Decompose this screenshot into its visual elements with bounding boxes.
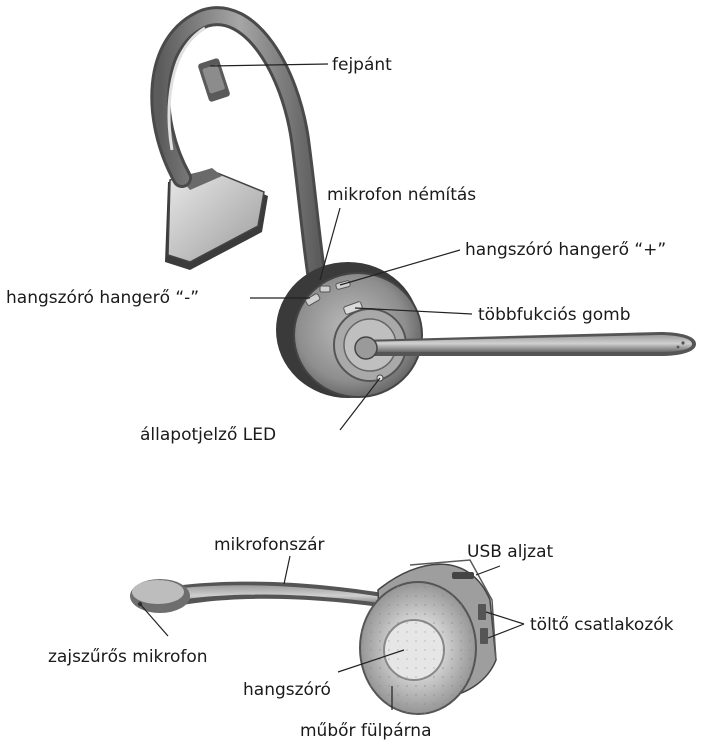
- label-charge-contacts: töltő csatlakozók: [530, 615, 674, 635]
- earcup-side: [360, 560, 496, 714]
- label-headband: fejpánt: [332, 55, 392, 75]
- mic-mute-button[interactable]: [320, 286, 330, 292]
- usb-port: [452, 572, 474, 579]
- headset-front-illustration: [160, 16, 696, 398]
- label-volume-down: hangszóró hangerő “-”: [6, 288, 199, 308]
- label-volume-up: hangszóró hangerő “+”: [465, 240, 666, 260]
- label-multifunction: többfukciós gomb: [478, 305, 631, 325]
- label-usb-port: USB aljzat: [467, 542, 554, 562]
- charging-contact-2: [480, 628, 488, 644]
- leader-mic-boom: [284, 556, 290, 584]
- mic-boom-bottom: [130, 579, 400, 613]
- label-status-led: állapotjelző LED: [140, 425, 276, 445]
- label-mic-mute: mikrofon némítás: [327, 185, 476, 205]
- labels: fejpánt mikrofon némítás hangszóró hange…: [6, 55, 674, 741]
- charging-contact-1: [478, 604, 486, 620]
- label-speaker: hangszóró: [243, 680, 331, 700]
- leader-usb: [476, 566, 500, 575]
- label-mic-boom: mikrofonszár: [214, 535, 325, 555]
- label-noise-mic: zajszűrős mikrofon: [48, 647, 208, 667]
- label-ear-cushion: műbőr fülpárna: [300, 721, 432, 741]
